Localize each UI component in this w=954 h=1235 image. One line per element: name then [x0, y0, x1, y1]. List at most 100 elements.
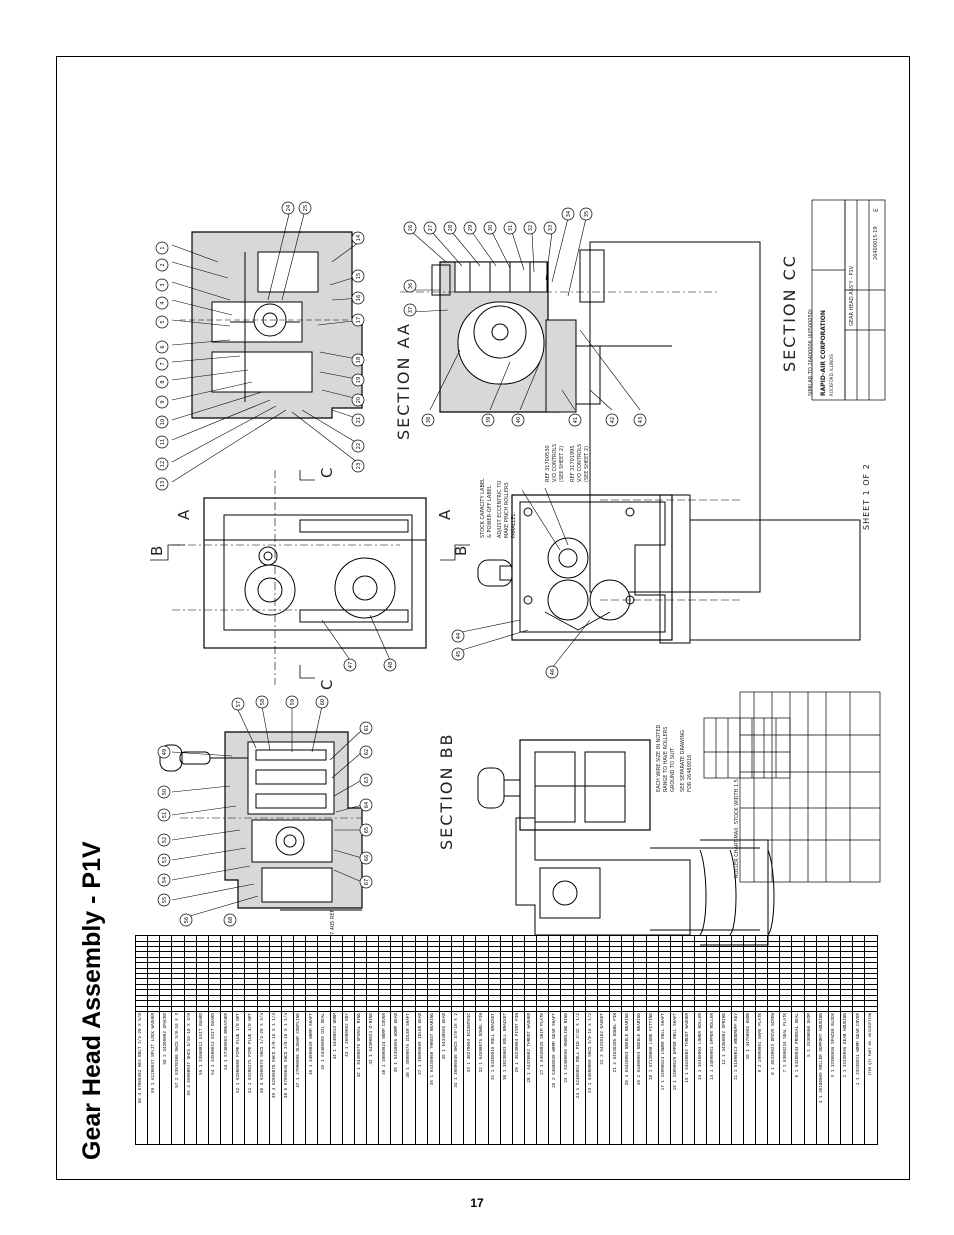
note-separate-drawing: SEE SEPARATE DRAWING: [680, 730, 686, 792]
item-balloon: [351, 439, 365, 453]
item-balloon: [359, 773, 373, 787]
item-balloon: [351, 353, 365, 367]
item-balloon-number: 28: [448, 225, 454, 231]
item-balloon-number: 19: [356, 377, 362, 383]
item-balloon-number: 32: [528, 225, 534, 231]
item-balloon-number: 11: [160, 439, 166, 445]
item-balloon: [157, 893, 171, 907]
item-balloon-number: 37: [408, 307, 414, 313]
item-balloon-number: 64: [364, 802, 370, 808]
item-balloon: [359, 721, 373, 735]
item-balloon: [511, 413, 525, 427]
item-balloon: [351, 413, 365, 427]
item-balloon: [155, 241, 169, 255]
item-balloon: [223, 913, 237, 927]
dimension-label: 7.405 REF: [330, 909, 336, 935]
item-balloon-number: 57: [236, 701, 242, 707]
note-power-off-label: & POWER-OFF LABEL: [487, 485, 493, 538]
item-balloon: [403, 303, 417, 317]
item-balloon: [157, 833, 171, 847]
item-balloon: [359, 798, 373, 812]
item-balloon: [155, 375, 169, 389]
item-balloon: [155, 435, 169, 449]
item-balloon: [157, 785, 171, 799]
section-cc-view: [400, 241, 761, 593]
item-balloon-number: 39: [486, 417, 492, 423]
item-balloon: [343, 658, 357, 672]
item-balloon: [351, 291, 365, 305]
view-marker-c-top: C: [318, 467, 336, 478]
item-balloon-number: 6: [160, 345, 166, 348]
title-block: [811, 199, 886, 401]
side-view-rollers: [477, 494, 861, 644]
section-aa-label: SECTION AA: [394, 322, 413, 440]
section-bb-view: [159, 731, 363, 911]
item-balloon: [255, 695, 269, 709]
item-balloon-number: 23: [356, 463, 362, 469]
item-balloon: [351, 269, 365, 283]
item-balloon-number: 27: [428, 225, 434, 231]
note-see-sheet-2: (SEE SHEET 2): [584, 445, 590, 482]
item-balloon-number: 26: [408, 225, 414, 231]
item-balloon-number: 60: [320, 699, 326, 705]
item-balloon-number: 33: [548, 225, 554, 231]
item-balloon-number: 30: [488, 225, 494, 231]
item-balloon-number: 7: [160, 362, 166, 365]
item-balloon: [155, 357, 169, 371]
item-balloon: [561, 207, 575, 221]
item-balloon-number: 15: [356, 273, 362, 279]
item-balloon-number: 61: [364, 725, 370, 731]
item-balloon-number: 13: [160, 481, 166, 487]
item-balloon-number: 67: [364, 879, 370, 885]
note-see-sheet-1: (SEE SHEET 2): [559, 445, 565, 482]
note-range-rollers: RANGE TO HAVE ROLLERS: [663, 726, 669, 792]
item-balloon-number: 2: [160, 263, 166, 266]
item-balloon: [351, 231, 365, 245]
drawing-title: GEAR HEAD ASS'Y - P1V: [849, 265, 855, 326]
item-balloon-number: 54: [162, 877, 168, 883]
item-balloon: [605, 413, 619, 427]
item-balloon-number: 40: [516, 417, 522, 423]
item-balloon: [157, 853, 171, 867]
item-balloon: [403, 221, 417, 235]
item-balloon-number: 65: [364, 827, 370, 833]
item-balloon: [423, 221, 437, 235]
similar-note: SIMILAR TO 26400006 (60500050): [808, 309, 814, 396]
item-balloon-number: 52: [162, 837, 168, 843]
item-balloon-number: 4: [160, 301, 166, 304]
view-marker-c-bottom: C: [318, 679, 336, 690]
item-balloon: [155, 415, 169, 429]
item-balloon-number: 29: [468, 225, 474, 231]
view-marker-a-top: A: [175, 509, 193, 520]
item-balloon: [443, 221, 457, 235]
item-balloon: [421, 413, 435, 427]
item-balloon: [359, 823, 373, 837]
note-capacity-label: STOCK CAPACITY LABEL: [480, 478, 486, 538]
item-balloon-number: 42: [610, 417, 616, 423]
item-balloon: [403, 279, 417, 293]
item-balloon: [579, 207, 593, 221]
item-balloon: [155, 395, 169, 409]
item-balloon: [155, 340, 169, 354]
item-balloon: [451, 647, 465, 661]
item-balloon-number: 56: [184, 917, 190, 923]
item-balloon-number: 41: [573, 417, 579, 423]
item-balloon: [315, 695, 329, 709]
page-number: 17: [470, 1196, 484, 1210]
note-pinch-rollers: MAKE PINCH ROLLERS: [504, 482, 510, 538]
item-balloon: [545, 665, 559, 679]
note-wire-size: EACH WIRE SIZE IN NOTED: [656, 724, 662, 792]
item-balloon-number: 45: [456, 651, 462, 657]
note-parallel: PARALLEL.: [511, 512, 517, 538]
item-balloon: [155, 296, 169, 310]
item-balloon-number: 17: [356, 317, 362, 323]
note-vo-controls-2: V/O CONTROLS: [577, 443, 583, 482]
item-balloon-number: 36: [408, 283, 414, 289]
item-balloon-number: 3: [160, 283, 166, 286]
item-balloon: [483, 221, 497, 235]
item-balloon-number: 46: [550, 669, 556, 675]
item-balloon-number: 20: [356, 397, 362, 403]
item-balloon-number: 53: [162, 857, 168, 863]
item-balloon: [155, 278, 169, 292]
item-balloon: [481, 413, 495, 427]
